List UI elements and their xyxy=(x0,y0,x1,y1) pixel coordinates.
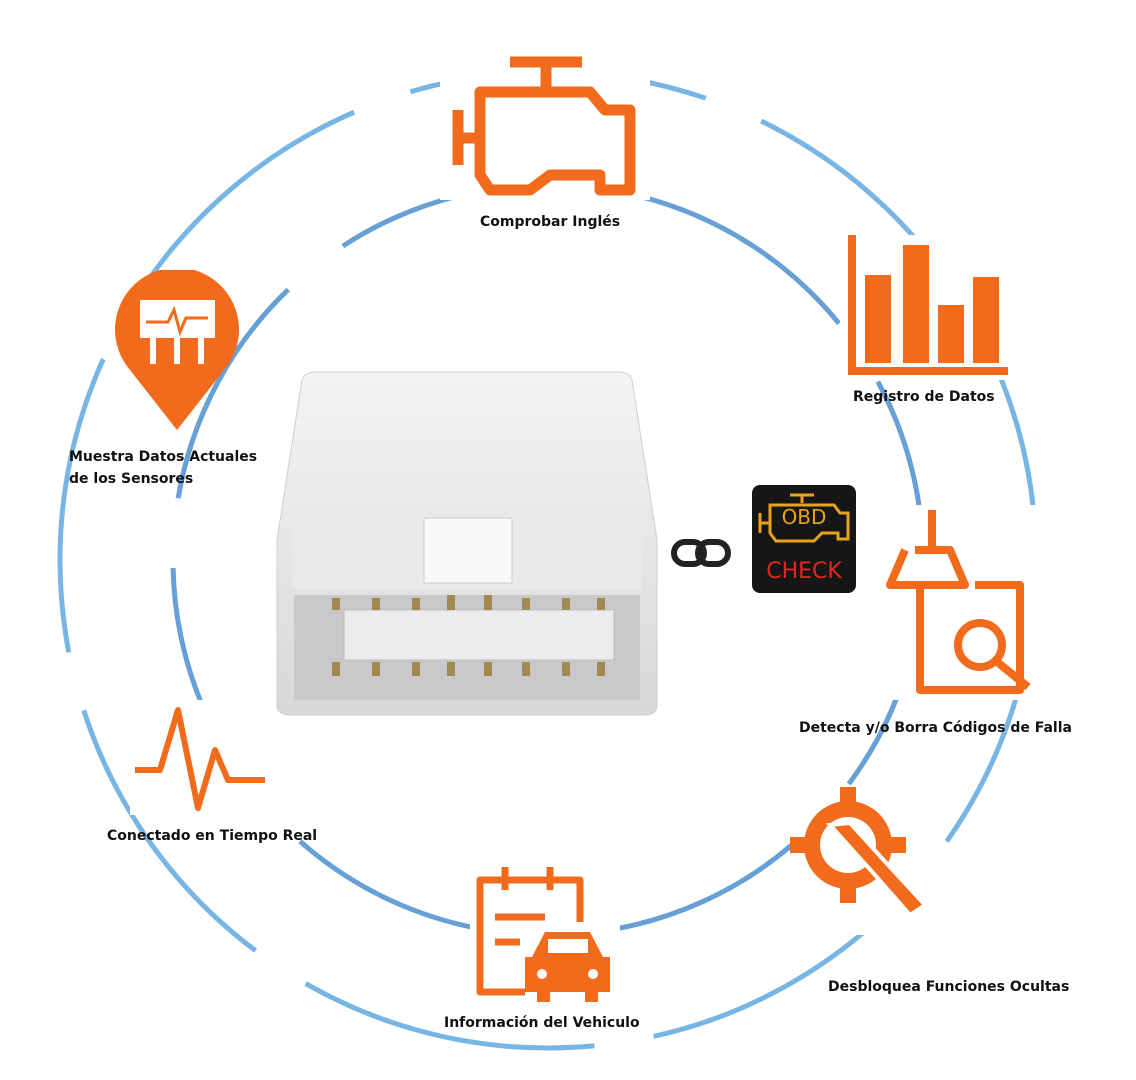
obd-device xyxy=(276,371,658,716)
engine-warning-icon xyxy=(758,493,850,543)
label-codes: Detecta y/o Borra Códigos de Falla xyxy=(799,720,1072,736)
sensor-pin-icon xyxy=(115,270,239,430)
bar-chart-icon xyxy=(840,235,1010,380)
obd-check-badge: OBD CHECK xyxy=(752,485,856,593)
link-icon xyxy=(671,539,731,567)
label-hidden-functions: Desbloquea Funciones Ocultas xyxy=(828,979,1070,995)
badge-obd-text: OBD xyxy=(781,505,827,529)
label-vehicle-info: Información del Vehiculo xyxy=(444,1015,640,1031)
engine-icon xyxy=(440,50,650,200)
diagnose-codes-icon xyxy=(880,505,1040,700)
label-data-log: Registro de Datos xyxy=(853,389,995,405)
pulse-icon xyxy=(130,700,270,815)
vehicle-calendar-icon xyxy=(470,862,620,1007)
gear-wrench-icon xyxy=(790,785,945,935)
label-sensors-line2: de los Sensores xyxy=(69,471,194,487)
label-realtime: Conectado en Tiempo Real xyxy=(107,828,318,844)
label-sensors-line1: Muestra Datos Actuales xyxy=(69,449,258,465)
label-check-engine: Comprobar Inglés xyxy=(480,214,621,230)
badge-check-text: CHECK xyxy=(766,559,842,584)
